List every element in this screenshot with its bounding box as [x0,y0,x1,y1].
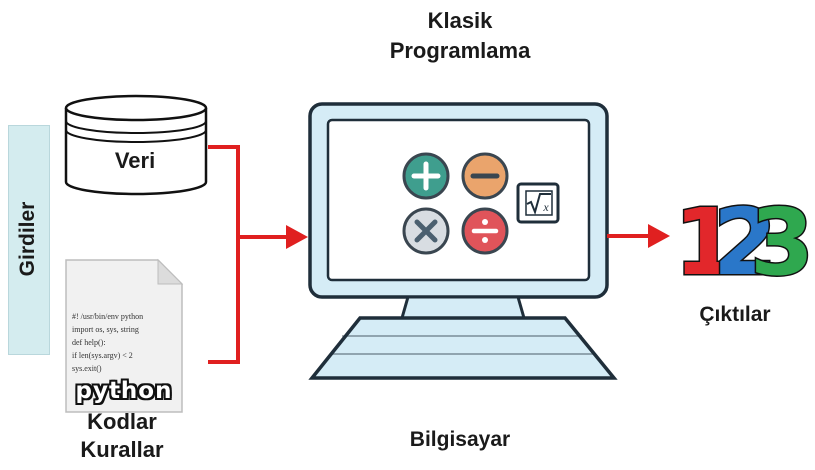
code-line: def help(): [72,338,106,347]
digit-3: 3 [750,189,814,296]
minus-icon [461,152,509,200]
code-label-line-1: Kodlar [87,409,157,434]
plus-icon [402,152,450,200]
input-arrow [208,145,308,364]
code-label: Kodlar Kurallar [62,408,182,464]
python-logo: python [75,378,173,404]
outputs-label: Çıktılar [699,303,771,326]
code-document-icon [65,258,184,413]
code-line: import os, sys, string [72,325,139,334]
code-line: sys.exit() [72,364,102,373]
title-line-2: Programlama [389,38,531,63]
title-line-1: Klasik [427,8,493,33]
data-label: Veri [114,148,156,173]
computer-icon [308,102,618,380]
square-root-icon: x [516,182,560,224]
database-icon [64,94,208,196]
output-arrow [607,224,670,248]
code-snippet: #! /usr/bin/env python import os, sys, s… [72,310,172,375]
output-digits-icon: 1 2 3 [672,188,815,298]
inputs-group-bar [8,125,50,355]
diagram-title: Klasik Programlama [360,6,560,66]
digit-2: 2 [713,189,777,296]
code-label-line-2: Kurallar [80,437,164,462]
times-icon [402,207,450,255]
svg-text:x: x [542,200,549,214]
computer-label: Bilgisayar [409,428,511,451]
divide-icon [461,207,509,255]
digit-1: 1 [674,189,738,296]
code-line: #! /usr/bin/env python [72,312,144,321]
code-line: if len(sys.argv) < 2 [72,351,133,360]
